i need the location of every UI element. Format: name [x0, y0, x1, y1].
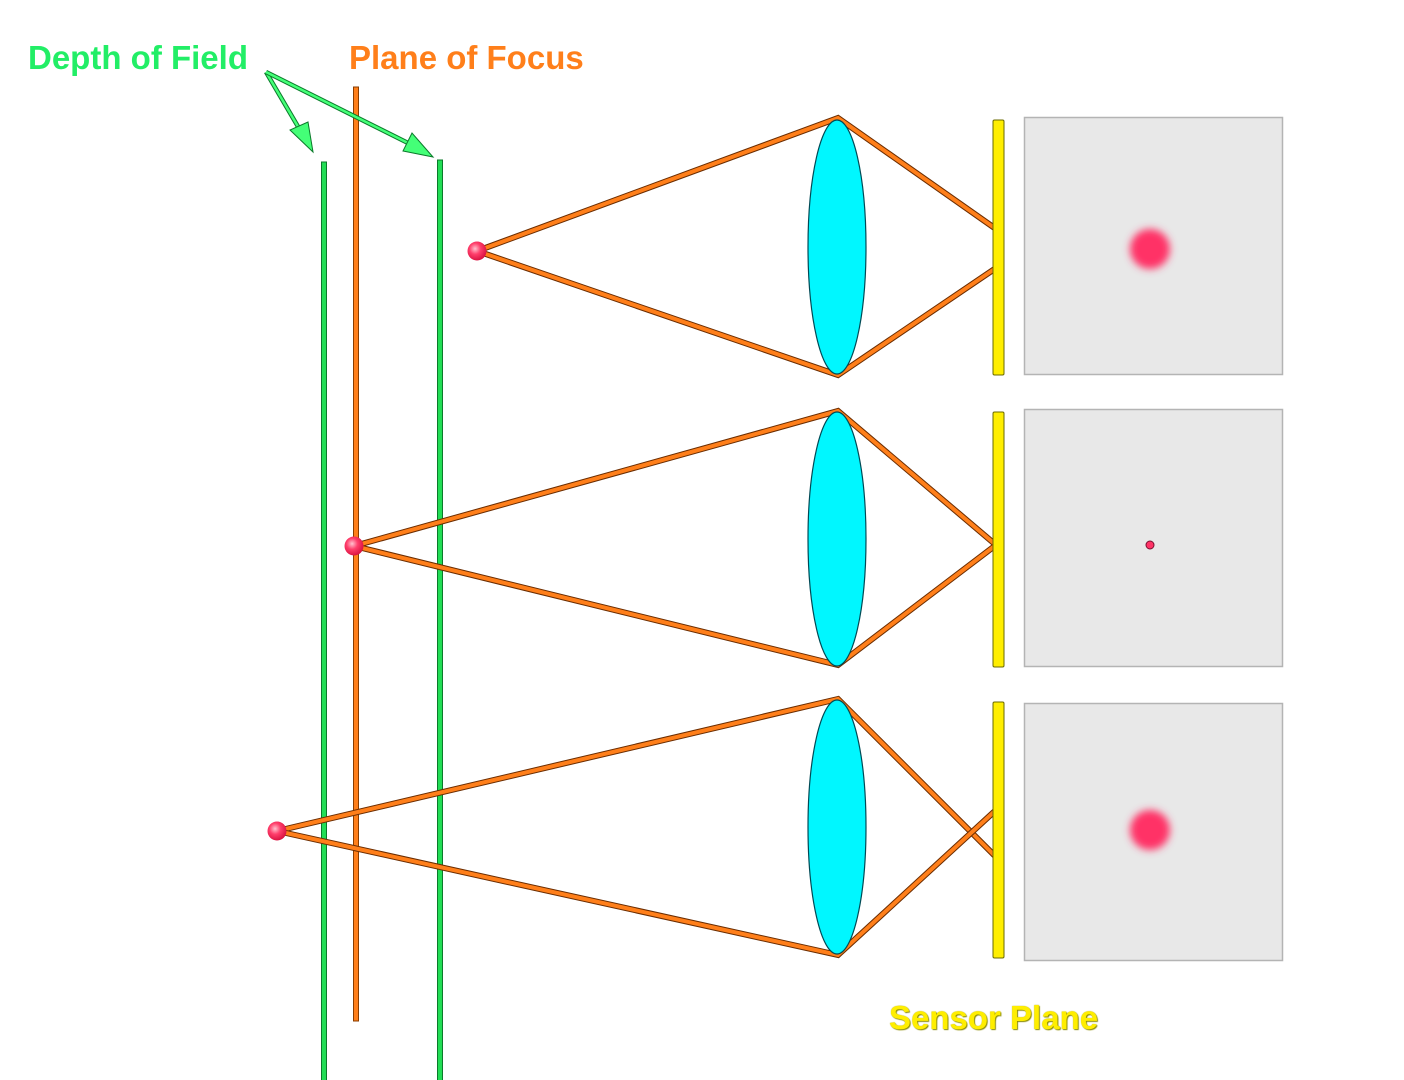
depth-of-field-label: Depth of Field — [28, 39, 248, 76]
sensor — [992, 119, 1005, 376]
light-rays — [276, 695, 999, 959]
scenario-point-in-focus — [344, 407, 1284, 669]
depth-of-field-near-line — [321, 161, 327, 1080]
object-point — [267, 821, 287, 841]
biconvex-lens-icon — [807, 699, 867, 955]
light-rays — [475, 114, 998, 379]
scenario-point-nearer-than-focus — [267, 695, 1284, 962]
light-rays — [353, 407, 1001, 669]
depth-of-field-arrows — [264, 69, 435, 158]
scenario-point-beyond-focus — [467, 114, 1284, 379]
depth-of-field-lines — [321, 159, 443, 1080]
depth-of-field-far-line — [437, 159, 443, 1080]
plane-of-focus-label: Plane of Focus — [349, 39, 584, 76]
biconvex-lens-icon — [807, 411, 867, 667]
object-point — [467, 241, 487, 261]
blurred-spot — [1130, 229, 1170, 269]
biconvex-lens-icon — [807, 119, 867, 375]
green-arrowhead-icon — [402, 132, 435, 158]
sharp-dot — [1145, 540, 1155, 550]
sensor-image-preview — [1023, 408, 1284, 668]
green-arrowhead-icon — [289, 121, 314, 154]
sensor — [992, 701, 1005, 959]
sensor — [992, 411, 1005, 668]
blurred-spot — [1130, 810, 1170, 850]
object-point — [344, 536, 364, 556]
sensor-plane-label: Sensor Plane — [889, 999, 1099, 1036]
